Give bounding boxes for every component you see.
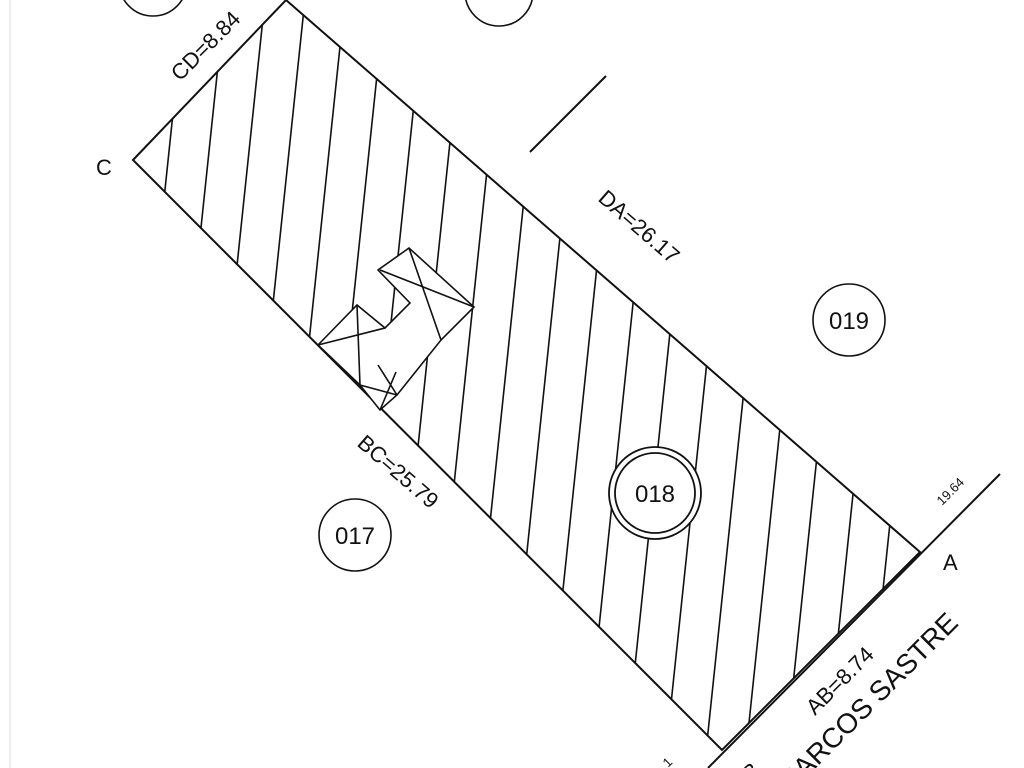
lot-number-left: 017	[335, 523, 375, 550]
lot-marker-main-inner	[614, 452, 696, 534]
vertex-label-c: C	[96, 155, 112, 180]
building-footprint	[316, 246, 476, 412]
side-label-cd: CD=8.84	[166, 6, 246, 86]
side-label-da: DA=26.17	[594, 185, 685, 268]
vertex-label-a: A	[943, 550, 958, 575]
street-edge-line	[707, 473, 1001, 768]
street-edge-fragment: 1	[660, 754, 676, 768]
lot-number-main: 018	[635, 481, 675, 508]
lot-marker-partial-top-right	[465, 0, 533, 27]
frontage-measure: 19.64	[934, 475, 968, 509]
lot-marker-left	[318, 498, 392, 572]
vertex-label-b: B	[737, 757, 765, 768]
lot-marker-partial-top-left	[123, 0, 183, 17]
adjacent-boundary-line	[529, 75, 607, 153]
lot-marker-right	[812, 283, 886, 357]
lot-number-right: 019	[829, 308, 869, 335]
lot-boundary	[131, 0, 922, 752]
